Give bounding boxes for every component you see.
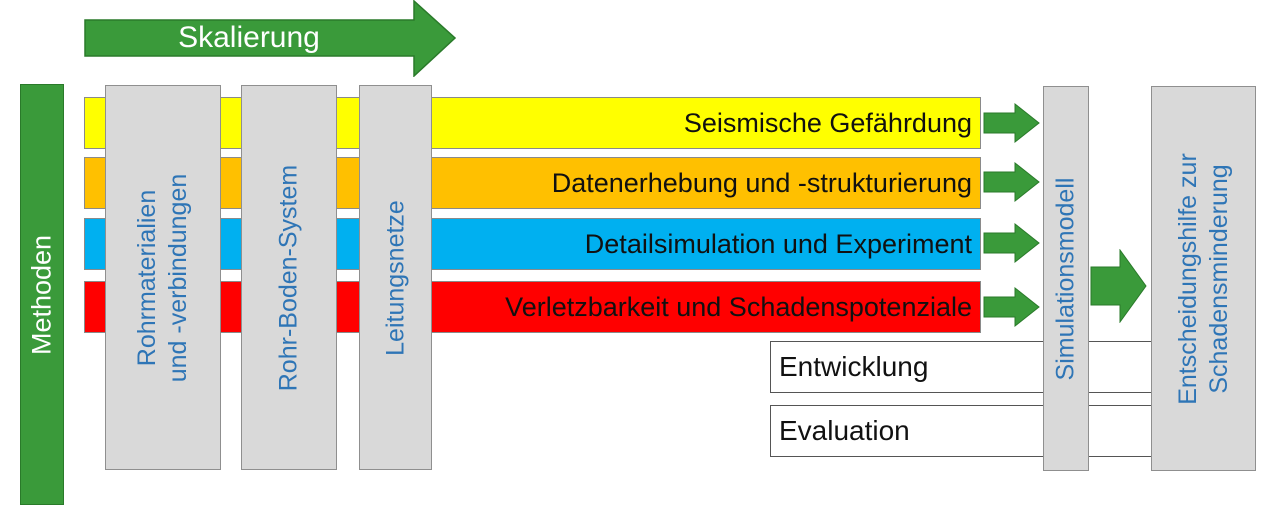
- decision-support-line1: Entscheidungshilfe zur: [1173, 152, 1202, 405]
- scaling-arrow: [84, 0, 456, 77]
- methods-label: Methoden: [26, 234, 57, 355]
- simulation-model-box: Simulationsmodell: [1043, 86, 1089, 471]
- column-pipe-materials: Rohrmaterialien und -verbindungen: [105, 85, 221, 470]
- decision-support-line2: Schadensminderung: [1204, 163, 1233, 394]
- column-pipe-materials-label: Rohrmaterialien und -verbindungen: [132, 173, 194, 382]
- column-networks: Leitungsnetze: [359, 85, 432, 470]
- decision-support-label: Entscheidungshilfe zur Schadensminderung: [1173, 153, 1235, 405]
- arrow-right-icon: [983, 162, 1040, 202]
- row-data-collection: Datenerhebung und -strukturierung: [84, 157, 981, 209]
- column-networks-label: Leitungsnetze: [381, 199, 409, 356]
- column-pipe-soil-system: Rohr-Boden-System: [241, 85, 337, 470]
- row-seismic-hazard: Seismische Gefährdung: [84, 97, 981, 149]
- column-pipe-soil-system-label: Rohr-Boden-System: [274, 164, 303, 391]
- decision-support-box: Entscheidungshilfe zur Schadensminderung: [1151, 86, 1256, 471]
- arrow-right-icon: [983, 223, 1040, 263]
- simulation-model-label: Simulationsmodell: [1051, 177, 1080, 380]
- arrow-right-icon: [1090, 249, 1147, 323]
- arrow-right-icon: [983, 287, 1040, 327]
- column-pipe-materials-line2: und -verbindungen: [164, 173, 192, 382]
- scaling-label: Skalierung: [178, 21, 320, 54]
- row-detail-simulation: Detailsimulation und Experiment: [84, 218, 981, 270]
- row-vulnerability: Verletzbarkeit und Schadenspotenziale: [84, 281, 981, 333]
- arrow-right-icon: [983, 103, 1040, 143]
- column-pipe-materials-line1: Rohrmaterialien: [133, 189, 161, 366]
- methods-bar: Methoden: [20, 84, 64, 505]
